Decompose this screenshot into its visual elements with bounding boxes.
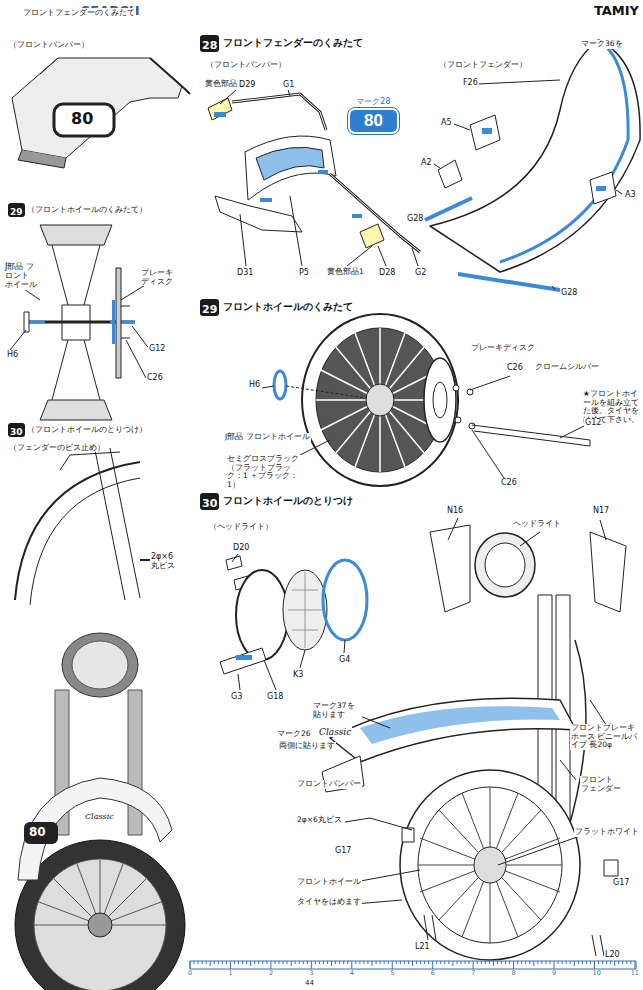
step-title: フロントホイールのくみたて xyxy=(222,302,354,313)
step-badge: 29 xyxy=(8,203,25,217)
ruler-number: 2 xyxy=(268,970,274,977)
part-number: D20 xyxy=(232,543,250,552)
step-badge: 30 xyxy=(8,423,25,437)
part-name: 黄色部品1 xyxy=(326,268,365,277)
part-name: フロント フェンダー xyxy=(580,776,622,793)
step-number: 28 xyxy=(200,39,219,52)
part-number: D31 xyxy=(236,268,254,277)
part-number: L21 xyxy=(414,942,431,951)
ruler-number: 0 xyxy=(187,970,193,977)
sub-title: （ヘッドライト） xyxy=(208,522,274,531)
ruler-number: 7 xyxy=(470,970,476,977)
color-note: フラットホワイト xyxy=(574,828,640,837)
part-number: A3 xyxy=(624,190,637,199)
screw-spec: 2φ×6 丸ビス xyxy=(150,552,184,570)
decal-plate: マーク2880 xyxy=(348,96,399,134)
part-number: N17 xyxy=(592,506,610,515)
sub-title: （フェンダーのビス止め） xyxy=(8,443,106,452)
sub-title: （フロントバンパー） xyxy=(8,40,90,49)
ruler-number: 10 xyxy=(592,970,602,977)
step-title: フロントフェンダーのくみたて xyxy=(222,38,364,49)
part-number: G1 xyxy=(282,80,295,89)
part-number: G12 xyxy=(584,418,602,427)
ruler-number: 9 xyxy=(551,970,557,977)
part-number: G18 xyxy=(266,692,284,701)
step-badge: 28 xyxy=(200,35,219,52)
part-number: L20 xyxy=(604,950,621,959)
part-number: K3 xyxy=(292,670,304,679)
part-number: C26 xyxy=(506,363,524,372)
ruler-number: 8 xyxy=(511,970,517,977)
sub-title: （フロントバンパー） xyxy=(205,60,287,69)
part-number: G3 xyxy=(230,692,243,701)
decal-number: マーク28 xyxy=(348,96,399,107)
part-name: ブレーキ ディスク xyxy=(140,268,176,286)
part-number: C26 xyxy=(146,373,164,382)
step-number: 29 xyxy=(8,207,25,217)
step-title: フロントホイールのとりつけ xyxy=(222,496,354,507)
step-title: フロントフェンダーのくみたて xyxy=(22,8,136,17)
part-number: P5 xyxy=(298,268,310,277)
color-note: クロームシルバー xyxy=(534,363,600,372)
part-name: フロントバンパー xyxy=(296,780,362,789)
part-number: G17 xyxy=(334,846,352,855)
step-number: 30 xyxy=(8,427,25,437)
decal-text: Classic xyxy=(318,727,352,737)
ruler-number: 3 xyxy=(308,970,314,977)
part-number: C26 xyxy=(500,478,518,487)
part-number: H6 xyxy=(248,380,261,389)
plate-number: 80 xyxy=(70,110,94,128)
sub-title: （フロントホイールのとりつけ） xyxy=(26,425,148,434)
sub-title: （フロントフェンダー） xyxy=(438,60,528,69)
step-badge: 30 xyxy=(200,493,219,510)
part-name: ブレーキディスク xyxy=(470,344,536,353)
step-number: 30 xyxy=(200,497,219,510)
ruler-number: 5 xyxy=(389,970,395,977)
decal-note: 両側に貼ります xyxy=(278,742,336,751)
color-note: セミグロスブラック（フラットブラック：1 ＋ブラック：1） xyxy=(226,455,302,490)
part-number: G28 xyxy=(560,288,578,297)
part-name: 黄色部品1 xyxy=(204,80,243,89)
ruler-number: 6 xyxy=(430,970,436,977)
step-number: 29 xyxy=(200,303,219,316)
decal-note: マーク36を xyxy=(580,40,624,49)
part-number: F26 xyxy=(462,78,479,87)
ruler-number: 11 xyxy=(630,970,640,977)
part-number: G28 xyxy=(406,214,424,223)
part-name: J部品 フロント ホイール xyxy=(4,262,40,290)
part-number: H6 xyxy=(6,350,19,359)
part-number: G17 xyxy=(612,878,630,887)
assembly-note: タイヤをはめます xyxy=(296,898,362,907)
decal-text: 80 xyxy=(348,108,399,134)
part-name: フロントブレーキホース ビニールパイプ 長20φ xyxy=(570,724,640,750)
part-name: フロントホイール xyxy=(296,878,362,887)
sub-title: （フロントホイールのくみたて） xyxy=(26,205,148,214)
part-name: J部品 フロントホイール xyxy=(224,433,311,442)
decal-note: マーク37を 貼ります xyxy=(312,702,362,719)
part-number: G4 xyxy=(338,655,351,664)
step-badge: 29 xyxy=(200,299,219,316)
part-name: ヘッドライト xyxy=(512,520,562,529)
plate-number: 80 xyxy=(28,826,47,840)
brand-name: TAMIY xyxy=(593,4,640,19)
part-number: D28 xyxy=(378,268,396,277)
part-number: G12 xyxy=(148,344,166,353)
screw-spec: 2φ×6丸ビス xyxy=(296,816,343,825)
part-number: D29 xyxy=(238,80,256,89)
part-number: G2 xyxy=(414,268,427,277)
decal-number: マーク26 xyxy=(276,730,312,739)
ruler-number: 1 xyxy=(227,970,233,977)
part-number: N16 xyxy=(446,506,464,515)
ruler-number: 4 xyxy=(349,970,355,977)
part-number: A2 xyxy=(420,158,433,167)
page-number: 44 xyxy=(304,979,315,987)
part-number: A5 xyxy=(440,118,453,127)
decal-text: Classic xyxy=(84,812,115,821)
